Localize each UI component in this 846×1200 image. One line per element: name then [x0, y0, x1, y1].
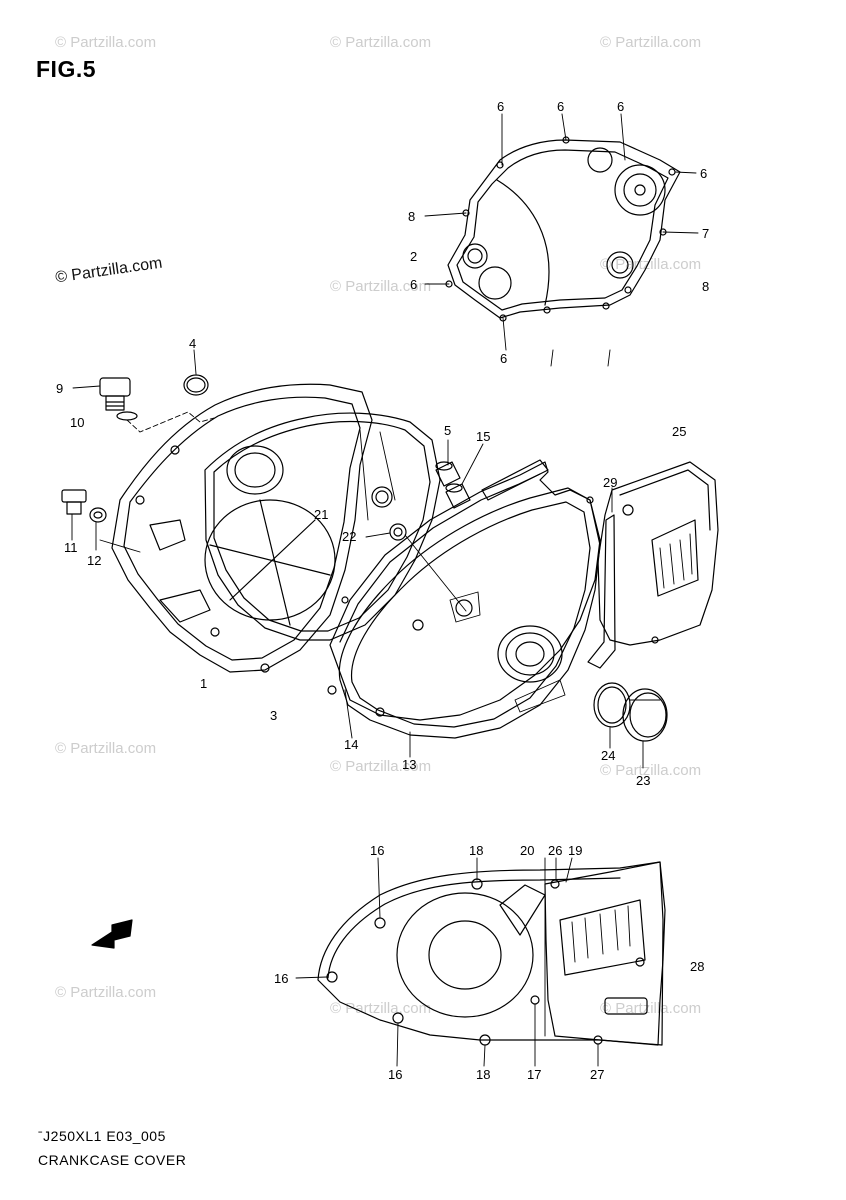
callout-13: 13 [402, 757, 417, 772]
magneto-cover [339, 488, 600, 738]
callout-9: 9 [56, 381, 64, 396]
callout-26: 26 [548, 843, 563, 858]
diagram-code: ˉJ250XL1 E03_005 [38, 1128, 166, 1144]
callout-22: 22 [342, 529, 357, 544]
oil-filler-cap [100, 378, 137, 420]
callout-15: 15 [476, 429, 491, 444]
callout-18: 18 [476, 1067, 491, 1082]
callout-16: 16 [274, 971, 289, 986]
callout-16: 16 [388, 1067, 403, 1082]
callout-2: 2 [410, 249, 418, 264]
callout-24: 24 [601, 748, 616, 763]
callout-20: 20 [520, 843, 535, 858]
watermark: © Partzilla.com [330, 758, 432, 775]
callout-11: 11 [64, 540, 78, 555]
callout-29: 29 [603, 475, 618, 490]
watermark: © Partzilla.com [55, 740, 157, 757]
drain-plug [62, 490, 106, 522]
callout-6: 6 [500, 351, 508, 366]
clutch-cover-gasket-3 [205, 413, 440, 640]
clutch-cover [100, 384, 372, 672]
watermark: © Partzilla.com [600, 256, 702, 273]
watermark: © Partzilla.com [330, 278, 432, 295]
callout-4: 4 [189, 336, 197, 351]
callout-21: 21 [314, 507, 329, 522]
watermark: © Partzilla.com [55, 34, 157, 51]
callout-3: 3 [270, 708, 278, 723]
callout-23: 23 [636, 773, 651, 788]
callout-6: 6 [410, 277, 418, 292]
callout-12: 12 [87, 553, 102, 568]
o-ring-4 [184, 375, 208, 395]
callout-19: 19 [568, 843, 583, 858]
callout-7: 7 [702, 226, 710, 241]
callout-25: 25 [672, 424, 687, 439]
callout-6: 6 [700, 166, 708, 181]
callout-8: 8 [702, 279, 710, 294]
callout-14: 14 [344, 737, 359, 752]
sprocket-cover-gasket [588, 515, 615, 668]
watermark: © Partzilla.com [55, 984, 157, 1001]
callout-10: 10 [70, 415, 85, 430]
fwd-arrow-icon [92, 920, 132, 948]
callout-27: 27 [590, 1067, 605, 1082]
callout-16: 16 [370, 843, 385, 858]
callout-28: 28 [690, 959, 705, 974]
figure-title: FIG.5 [36, 56, 97, 82]
cover-assembly-lower [318, 862, 665, 1045]
watermark: © Partzilla.com [330, 34, 432, 51]
callout-1: 1 [200, 676, 208, 691]
callout-17: 17 [527, 1067, 542, 1082]
callout-6: 6 [557, 99, 565, 114]
watermark: © Partzilla.com [330, 1000, 432, 1017]
diagram-title: CRANKCASE COVER [38, 1152, 187, 1168]
dowel-pins [390, 462, 470, 540]
sprocket-cover [598, 462, 718, 645]
callout-6: 6 [617, 99, 625, 114]
callout-8: 8 [408, 209, 416, 224]
o-ring-24 [594, 683, 630, 727]
clutch-cover-gasket [446, 137, 680, 321]
callout-6: 6 [497, 99, 505, 114]
watermark: © Partzilla.com [600, 1000, 702, 1017]
callout-5: 5 [444, 423, 452, 438]
watermark: © Partzilla.com [600, 762, 702, 779]
inspection-cap [623, 689, 667, 741]
watermark: © Partzilla.com [600, 34, 702, 51]
callout-18: 18 [469, 843, 484, 858]
